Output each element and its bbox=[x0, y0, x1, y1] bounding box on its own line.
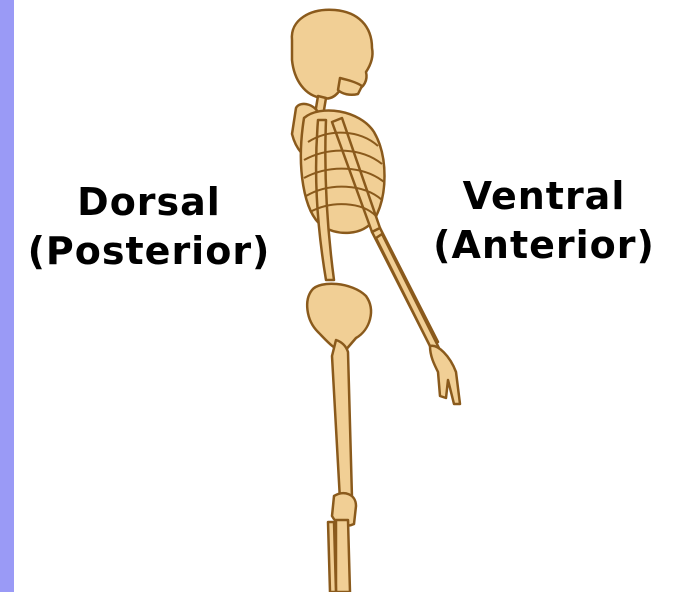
fibula bbox=[328, 522, 336, 592]
forearm-2 bbox=[376, 234, 440, 354]
hand bbox=[430, 346, 460, 404]
tibia bbox=[336, 520, 350, 592]
femur bbox=[332, 340, 352, 500]
